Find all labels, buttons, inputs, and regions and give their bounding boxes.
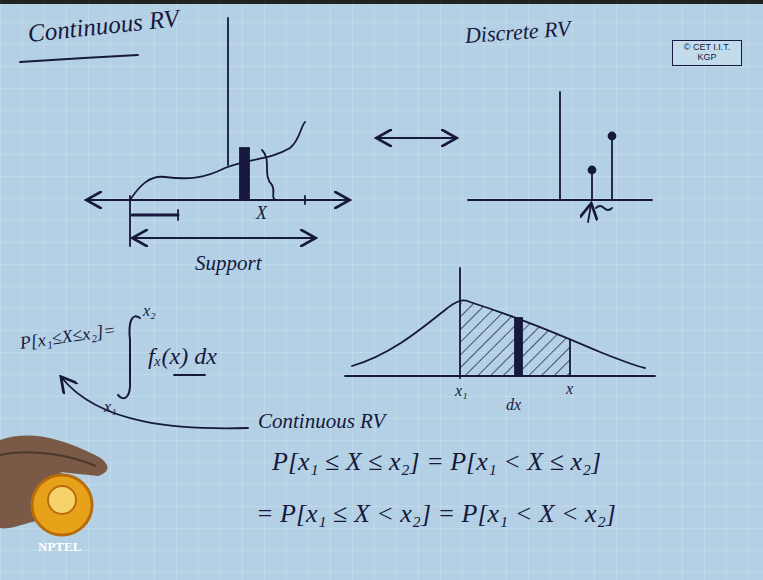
heading: Continuous RV	[258, 410, 385, 433]
interval-bar	[132, 214, 178, 217]
underline	[20, 55, 138, 62]
curve-detail	[262, 150, 276, 200]
logo-text: NPTEL	[38, 540, 81, 554]
axis-label: x₁	[455, 382, 468, 400]
shaded-strip	[515, 318, 522, 376]
axis-label: dx	[506, 396, 521, 414]
axis-label: Support	[195, 252, 262, 275]
axis	[88, 199, 348, 201]
heading: Discrete RV	[464, 17, 571, 49]
stem	[591, 172, 593, 200]
formula: P[x₁≤X≤x₂]=	[19, 321, 117, 354]
copyright-box: © CET I.I.T. KGP	[672, 40, 742, 66]
squiggle	[596, 206, 612, 210]
support-arrow	[134, 237, 314, 239]
hand	[0, 452, 96, 466]
pdf-curve	[130, 122, 305, 200]
copyright-text: © CET I.I.T. KGP	[678, 43, 736, 63]
mass-dot	[589, 167, 596, 174]
pointer-arrow	[62, 378, 248, 428]
formula: P[x₁ ≤ X ≤ x₂] = P[x₁ < X ≤ x₂]	[272, 448, 601, 477]
tick	[304, 196, 306, 204]
limit: x₂	[143, 302, 156, 320]
frame-edge	[0, 0, 763, 4]
axis-label: X	[256, 204, 267, 224]
stem	[611, 138, 613, 200]
nptel-logo	[48, 486, 76, 514]
integral-sign	[118, 316, 140, 398]
nptel-logo	[32, 475, 92, 535]
heading: Continuous RV	[27, 4, 181, 47]
pointer-arrow	[588, 205, 591, 222]
correspondence-arrow	[378, 137, 455, 139]
axis-label: x	[566, 380, 573, 398]
bound-line	[569, 340, 571, 376]
integrand: fₓ(x) dx	[148, 343, 217, 369]
formula: = P[x₁ ≤ X < x₂] = P[x₁ < X < x₂]	[256, 500, 616, 529]
underline	[174, 374, 205, 376]
pdf-curve	[352, 300, 645, 368]
hatched-area	[460, 302, 570, 376]
limit: x₁	[104, 398, 117, 416]
tick	[129, 196, 131, 246]
shaded-strip	[240, 148, 249, 200]
axis	[559, 92, 561, 200]
axis	[227, 18, 229, 165]
tick	[177, 210, 179, 220]
mass-dot	[609, 133, 616, 140]
axis	[468, 199, 652, 201]
